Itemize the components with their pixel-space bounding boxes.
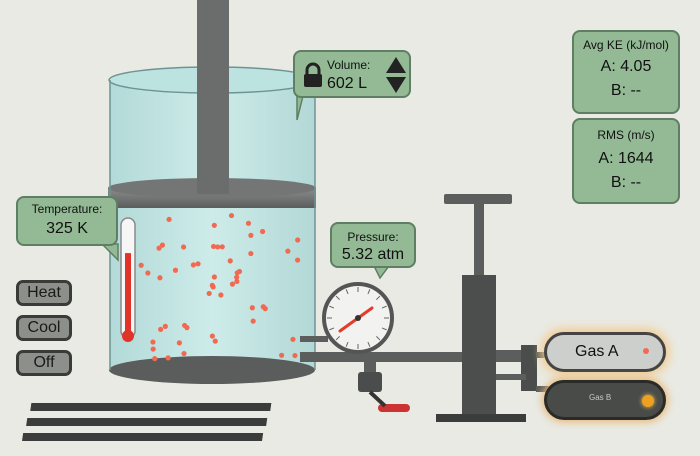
container-base: [109, 356, 315, 384]
gas-particle: [245, 220, 252, 226]
gas-b-button[interactable]: Gas B: [544, 380, 666, 420]
gas-particle: [150, 339, 156, 345]
gas-particle: [156, 245, 162, 251]
gas-particle: [234, 278, 240, 285]
valve-handle[interactable]: [378, 404, 410, 412]
gas-particle: [159, 242, 166, 248]
gas-particle: [209, 333, 216, 339]
gas-particle: [292, 352, 298, 359]
rms-panel: RMS (m/s) A: 1644 B: --: [572, 118, 680, 204]
gas-particle: [166, 216, 172, 223]
gas-particle: [215, 244, 221, 250]
gas-particle: [290, 336, 296, 342]
pump-cylinder: [462, 275, 496, 415]
avg-ke-panel: Avg KE (kJ/mol) A: 4.05 B: --: [572, 30, 680, 114]
gas-particle: [234, 274, 240, 280]
thermometer: [120, 217, 136, 342]
gas-particle: [212, 338, 218, 344]
gas-particles: [138, 212, 301, 362]
bicycle-pump[interactable]: [436, 194, 526, 422]
gas-particle: [228, 212, 235, 219]
rms-a: A: 1644: [598, 150, 654, 167]
gas-particle: [150, 346, 156, 352]
gas-particle: [157, 275, 163, 281]
volume-stepper[interactable]: [385, 55, 407, 95]
gas-particle: [260, 304, 266, 310]
pressure-gauge: [322, 282, 394, 354]
gas-particle: [190, 262, 197, 268]
temperature-value: 325 K: [46, 220, 88, 237]
gas-a-label: Gas A: [575, 343, 619, 360]
pump-handle[interactable]: [444, 194, 512, 204]
pressure-value: 5.32 atm: [341, 246, 405, 263]
gas-particle: [181, 350, 187, 357]
thermometer-level: [125, 253, 131, 333]
avg-ke-b: B: --: [610, 82, 642, 99]
gas-particle: [180, 244, 187, 250]
gas-particle: [211, 222, 217, 228]
lock-icon[interactable]: [301, 62, 325, 88]
pump-pipes: [300, 336, 530, 412]
gas-b-label: Gas B: [589, 393, 612, 402]
gas-particle: [210, 243, 217, 250]
gas-particle: [295, 257, 301, 263]
gas-particle: [236, 268, 243, 275]
gas-particle: [165, 355, 171, 361]
cool-button[interactable]: Cool: [16, 315, 72, 341]
volume-label: Volume:: [327, 58, 371, 72]
off-button[interactable]: Off: [16, 350, 72, 376]
gas-particle: [259, 228, 266, 235]
pressure-panel: Pressure: 5.32 atm: [330, 222, 416, 268]
volume-panel: Volume: 602 L: [293, 50, 411, 98]
burner-grill: [22, 403, 272, 441]
gas-a-button[interactable]: Gas A: [544, 332, 666, 372]
gas-particle: [158, 326, 164, 332]
volume-up-arrow-icon[interactable]: [386, 57, 406, 73]
gas-particle: [218, 292, 224, 298]
temperature-label: Temperature:: [31, 202, 103, 216]
gas-particle: [182, 322, 188, 329]
gas-particle: [227, 258, 233, 264]
gas-particle: [249, 305, 255, 311]
gas-particle: [248, 250, 254, 257]
gas-particle: [162, 323, 168, 329]
temperature-panel: Temperature: 325 K: [16, 196, 118, 246]
piston-rod[interactable]: [197, 0, 229, 194]
gas-particle: [295, 237, 301, 243]
gas-particle: [176, 340, 182, 346]
avg-ke-a: A: 4.05: [600, 58, 652, 75]
gas-particle: [285, 248, 291, 254]
gas-particle: [145, 270, 151, 276]
avg-ke-label: Avg KE (kJ/mol): [583, 38, 669, 52]
volume-down-arrow-icon[interactable]: [386, 77, 406, 93]
rms-b: B: --: [610, 174, 642, 191]
gas-b-indicator: [642, 395, 654, 407]
pressure-label: Pressure:: [347, 230, 399, 244]
volume-value: 602 L: [327, 75, 368, 92]
gas-particle: [172, 267, 179, 273]
gas-particle: [195, 261, 201, 267]
gas-particle: [138, 262, 144, 268]
gas-particle: [209, 282, 215, 288]
gas-particle: [279, 352, 285, 358]
rms-label: RMS (m/s): [597, 128, 655, 142]
gas-a-indicator: [643, 348, 649, 354]
gas-particle: [206, 290, 212, 297]
gas-particle: [250, 318, 256, 324]
gas-particle: [229, 281, 236, 287]
gas-hoses: [496, 345, 550, 392]
valve-body: [358, 372, 382, 392]
heat-button[interactable]: Heat: [16, 280, 72, 306]
gas-particle: [219, 244, 225, 250]
gas-particle: [248, 232, 254, 238]
gas-particle: [152, 356, 158, 362]
gas-particle: [211, 274, 217, 280]
